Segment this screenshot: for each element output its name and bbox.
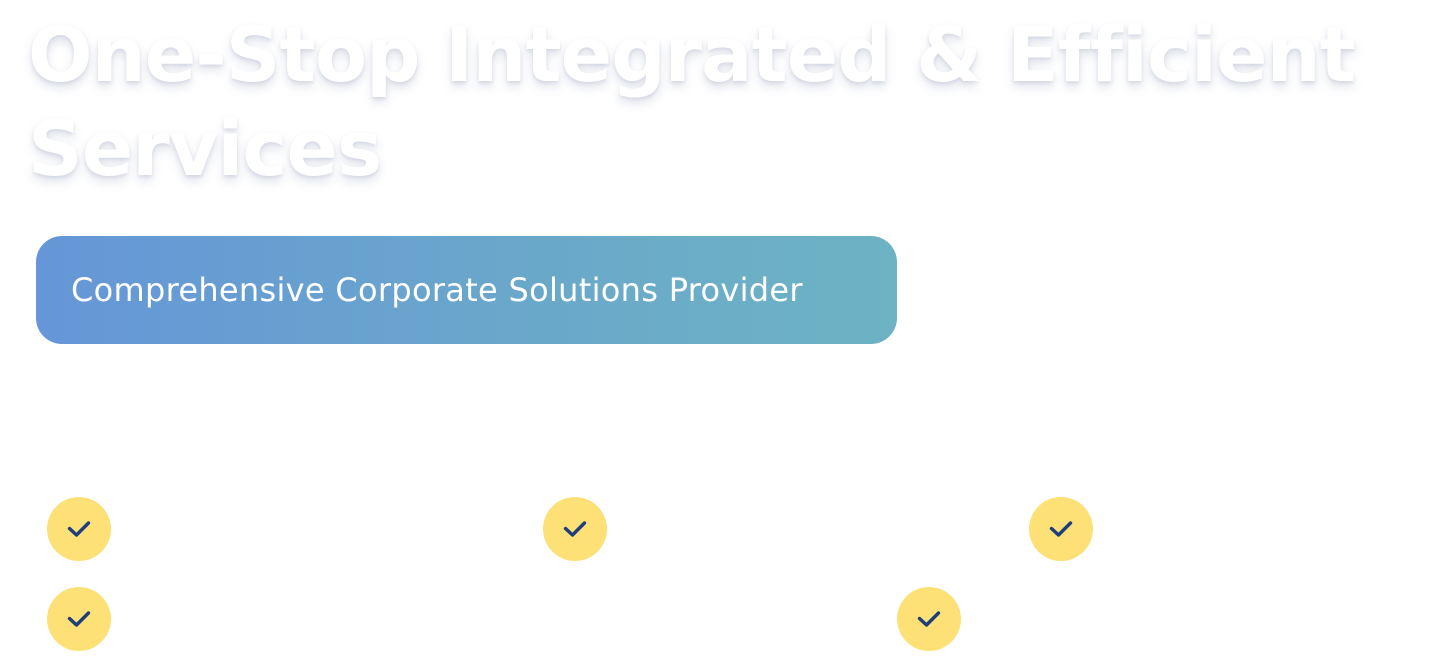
subtitle-text: Comprehensive Corporate Solutions Provid… — [71, 271, 803, 309]
check-icon — [917, 611, 941, 627]
hero-title: One-Stop Integrated & Efficient Services — [28, 8, 1428, 196]
feature-check-5 — [897, 587, 961, 651]
check-icon — [1049, 521, 1073, 537]
feature-check-1 — [47, 497, 111, 561]
subtitle-banner: Comprehensive Corporate Solutions Provid… — [36, 236, 897, 344]
feature-check-4 — [47, 587, 111, 651]
feature-check-3 — [1029, 497, 1093, 561]
check-icon — [67, 521, 91, 537]
feature-check-2 — [543, 497, 607, 561]
check-icon — [67, 611, 91, 627]
hero-title-line-1: One-Stop Integrated & Efficient — [28, 10, 1356, 99]
hero-title-line-2: Services — [28, 104, 382, 193]
check-icon — [563, 521, 587, 537]
